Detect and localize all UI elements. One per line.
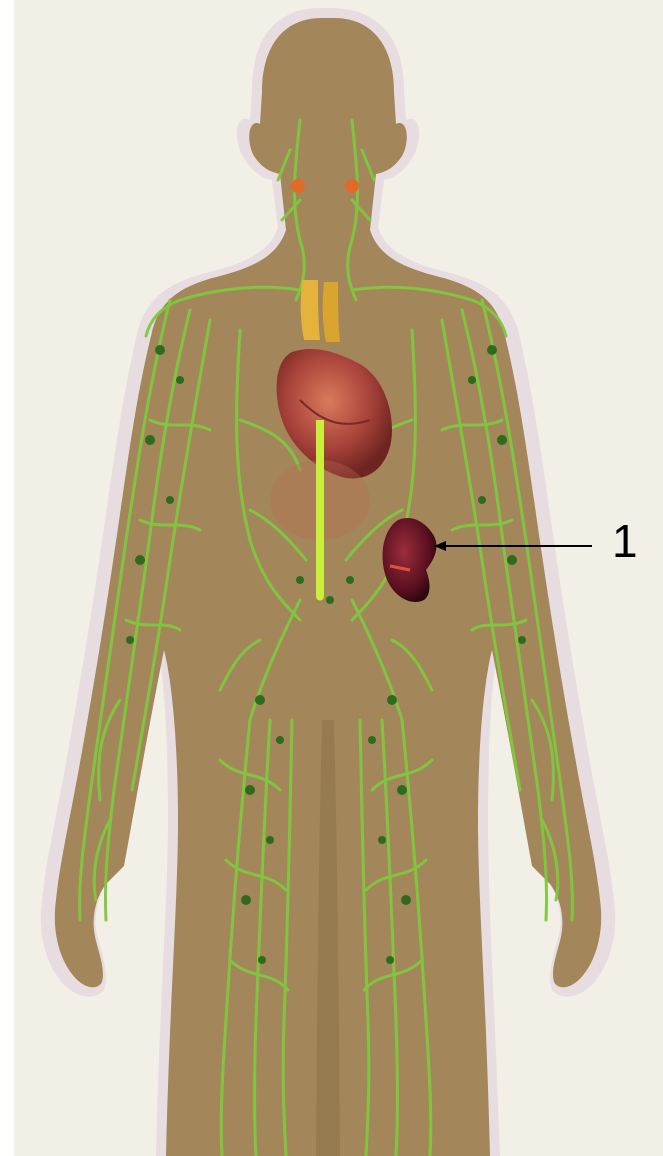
label-1: 1 xyxy=(612,518,638,564)
thoracic-duct xyxy=(316,420,324,601)
